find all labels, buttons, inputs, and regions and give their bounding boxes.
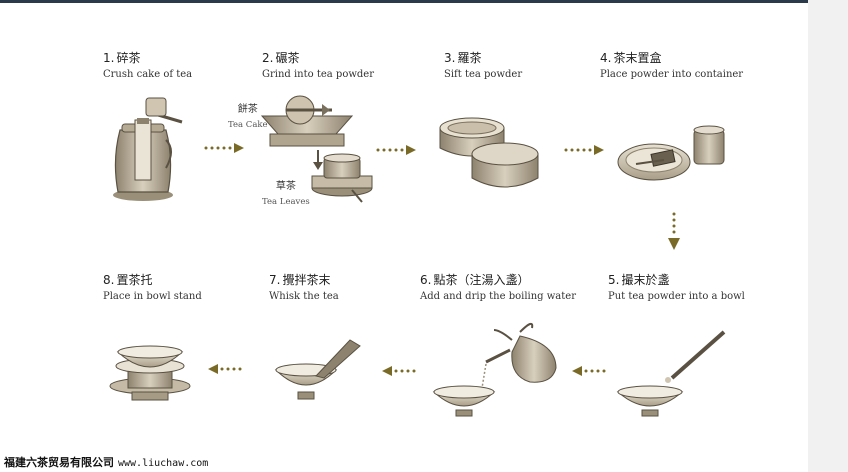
- step-4-label: 4.茶末置盒 Place powder into container: [600, 50, 743, 82]
- watermark-url: www.liuchaw.com: [118, 458, 209, 469]
- step-5-label: 5.撮末於盞 Put tea powder into a bowl: [608, 272, 745, 304]
- step-3-label: 3.羅茶 Sift tea powder: [444, 50, 522, 82]
- step-7-label: 7.攪拌茶末 Whisk the tea: [269, 272, 339, 304]
- top-border: [0, 0, 848, 3]
- step-number: 8.: [103, 273, 115, 287]
- arrow-6-to-7: [382, 366, 416, 376]
- step-title-cn: 撮末於盞: [621, 273, 670, 287]
- down-arrow-icon: [313, 150, 323, 170]
- step-title-en: Whisk the tea: [269, 291, 339, 302]
- step-title-en: Add and drip the boiling water: [420, 291, 576, 302]
- step-title-en: Place powder into container: [600, 69, 744, 80]
- step-title-en: Put tea powder into a bowl: [608, 291, 745, 302]
- step-title-en: Grind into tea powder: [262, 69, 375, 80]
- right-margin-panel: [808, 0, 848, 472]
- step-title-en: Crush cake of tea: [103, 69, 193, 80]
- arrow-2-to-3: [376, 145, 416, 155]
- step-1-label: 1.碎茶 Crush cake of tea: [103, 50, 192, 82]
- grinding-boat-icon: [260, 95, 354, 147]
- arrow-3-to-4: [564, 145, 604, 155]
- step-number: 5.: [608, 273, 620, 287]
- crush-vessel-icon: [113, 97, 183, 201]
- step-number: 6.: [420, 273, 432, 287]
- step-title-cn: 點茶（注湯入盞）: [433, 273, 530, 287]
- tea-cake-cn: 餅茶: [237, 104, 258, 115]
- arrow-1-to-2: [204, 143, 244, 153]
- powder-container-icon: [617, 125, 725, 181]
- step-number: 1.: [103, 51, 115, 65]
- step-8-label: 8.置茶托 Place in bowl stand: [103, 272, 202, 304]
- tea-whisk-bowl-icon: [274, 339, 361, 400]
- tea-cake-label: 餅茶 Tea Cake: [228, 101, 268, 131]
- tea-leaves-label: 草茶 Tea Leaves: [262, 178, 310, 208]
- tea-bowl-spoon-icon: [616, 330, 726, 417]
- step-2-label: 2.碾茶 Grind into tea powder: [262, 50, 374, 82]
- step-title-cn: 羅茶: [457, 51, 482, 65]
- step-number: 2.: [262, 51, 274, 65]
- step-title-en: Sift tea powder: [444, 69, 523, 80]
- step-title-cn: 置茶托: [116, 273, 153, 287]
- step-number: 4.: [600, 51, 612, 65]
- arrow-7-to-8: [208, 364, 242, 374]
- tea-mill-icon: [311, 153, 373, 203]
- step-number: 3.: [444, 51, 456, 65]
- tea-sieve-icon: [439, 117, 539, 188]
- step-title-cn: 茶末置盒: [613, 51, 662, 65]
- tea-cake-en: Tea Cake: [228, 120, 268, 130]
- step-title-cn: 碾茶: [275, 51, 300, 65]
- watermark: 福建六茶贸易有限公司 www.liuchaw.com: [4, 454, 208, 470]
- tea-leaves-cn: 草茶: [275, 181, 296, 192]
- step-title-cn: 攪拌茶末: [282, 273, 331, 287]
- tea-bowl-icon: [432, 385, 496, 417]
- step-title-en: Place in bowl stand: [103, 291, 202, 302]
- step-6-label: 6.點茶（注湯入盞） Add and drip the boiling wate…: [420, 272, 576, 304]
- arrow-4-to-5: [668, 212, 680, 250]
- arrow-5-to-6: [572, 366, 606, 376]
- water-ewer-icon: [481, 322, 557, 389]
- step-title-cn: 碎茶: [116, 51, 141, 65]
- tea-leaves-en: Tea Leaves: [262, 197, 310, 207]
- bowl-stand-icon: [109, 345, 191, 401]
- watermark-company: 福建六茶贸易有限公司: [4, 456, 114, 469]
- step-number: 7.: [269, 273, 281, 287]
